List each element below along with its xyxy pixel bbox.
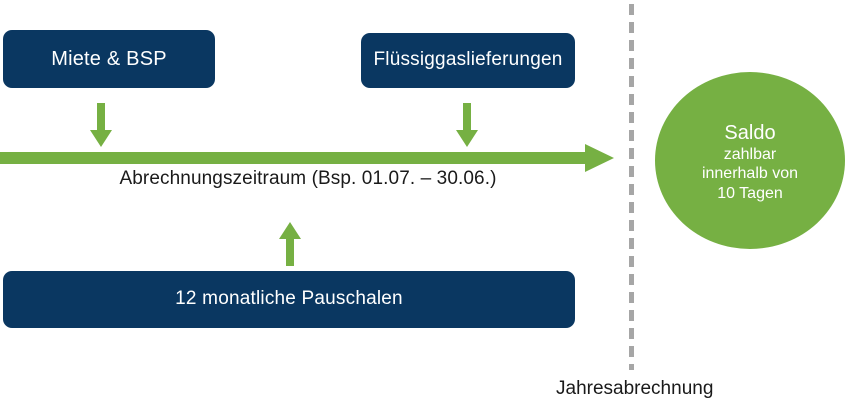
box-miete-bsp-label: Miete & BSP bbox=[51, 48, 167, 70]
arrow-up-pauschalen-icon bbox=[279, 222, 301, 266]
saldo-line-innerhalb-von: innerhalb von bbox=[701, 165, 799, 183]
arrow-down-miete-icon bbox=[90, 103, 112, 147]
saldo-circle: Saldo zahlbar innerhalb von 10 Tagen bbox=[655, 72, 845, 249]
box-monatliche-pauschalen-label: 12 monatliche Pauschalen bbox=[175, 288, 403, 310]
jahresabrechnung-label: Jahresabrechnung bbox=[556, 378, 714, 399]
arrow-down-fluessiggas-icon bbox=[456, 103, 478, 147]
saldo-line-zahlbar: zahlbar bbox=[723, 146, 777, 164]
box-miete-bsp: Miete & BSP bbox=[3, 30, 215, 88]
box-fluessiggaslieferungen: Flüssiggaslieferungen bbox=[361, 33, 575, 88]
dashed-divider bbox=[629, 4, 634, 370]
abrechnungszeitraum-caption: Abrechnungszeitraum (Bsp. 01.07. – 30.06… bbox=[119, 168, 497, 189]
box-fluessiggaslieferungen-label: Flüssiggaslieferungen bbox=[373, 49, 563, 71]
saldo-line-10-tagen: 10 Tagen bbox=[717, 184, 783, 202]
timeline-arrow-icon bbox=[0, 144, 614, 172]
saldo-title: Saldo bbox=[724, 122, 776, 145]
box-monatliche-pauschalen: 12 monatliche Pauschalen bbox=[3, 271, 575, 328]
